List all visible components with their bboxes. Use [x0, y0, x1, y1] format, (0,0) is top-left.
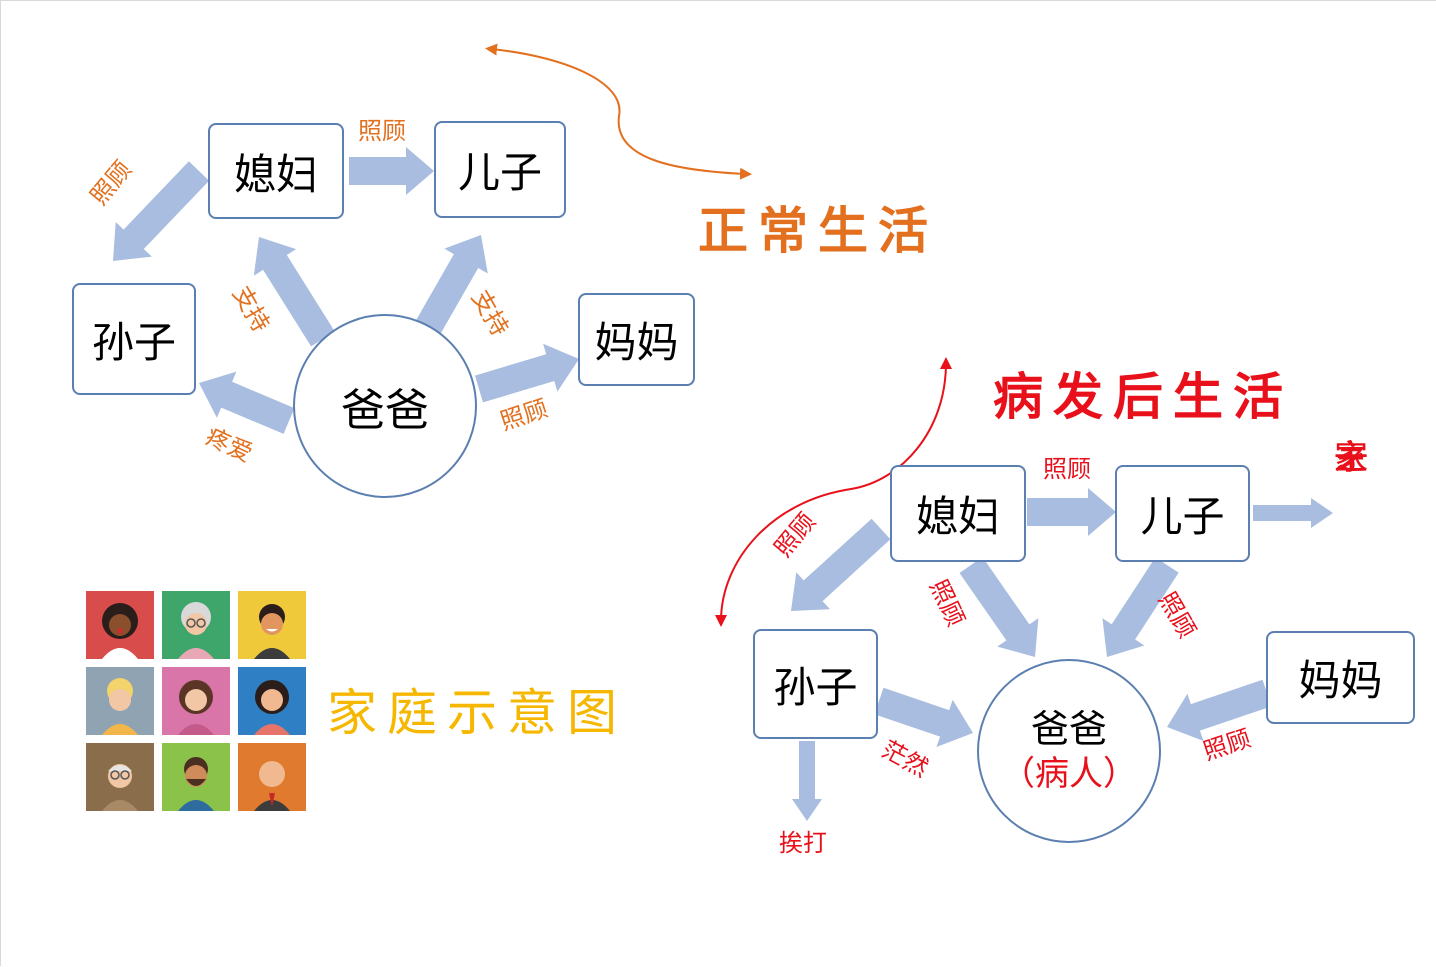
top-node-mother: 妈妈 — [578, 293, 695, 386]
arrow-bottom-son-to-role — [1253, 498, 1333, 528]
bottom-label-dil-to-son: 照顾 — [1043, 455, 1091, 483]
bottom-father-note: （病人） — [1001, 754, 1137, 794]
young-man-icon — [238, 591, 306, 659]
top-title: 正常生活 — [698, 202, 938, 260]
top-label-dil-to-son: 照顾 — [358, 117, 406, 145]
top-curve-connector — [485, 43, 752, 180]
son-role-char: 之 — [1334, 438, 1368, 478]
top-node-father: 爸爸 — [293, 314, 477, 498]
top-father-label: 爸爸 — [341, 385, 429, 436]
bottom-curve-connector — [715, 357, 952, 627]
bottom-node-grandson: 孙子 — [753, 629, 878, 739]
arrow-bottom-grandson-to-father — [874, 687, 973, 747]
arrow-bottom-grandson-down — [792, 741, 822, 821]
arrow-bottom-dil-to-son — [1027, 488, 1116, 536]
arrow-top-dil-to-grandson — [113, 161, 210, 261]
top-node-daughter-in-law: 媳妇 — [208, 123, 344, 219]
dark-hair-woman-icon — [238, 667, 306, 735]
grandmother-icon — [162, 591, 230, 659]
afro-woman-icon — [86, 591, 154, 659]
top-node-grandson: 孙子 — [72, 283, 196, 395]
pink-woman-icon — [162, 667, 230, 735]
bearded-man-icon — [162, 743, 230, 811]
bald-man-icon — [238, 743, 306, 811]
bottom-node-mother: 妈妈 — [1266, 631, 1415, 724]
arrow-top-dil-to-son — [349, 147, 434, 195]
arrow-top-father-to-grandson — [199, 371, 295, 434]
legend-title: 家庭示意图 — [327, 684, 627, 742]
arrow-bottom-dil-to-father — [959, 557, 1039, 657]
arrow-top-father-to-dil — [253, 237, 335, 347]
bottom-father-label: 爸爸 — [1030, 707, 1107, 751]
arrow-top-father-to-son — [413, 235, 488, 338]
arrow-bottom-son-to-father — [1102, 557, 1179, 657]
bottom-node-father: 爸爸 （病人） — [977, 659, 1161, 843]
blonde-man-icon — [86, 667, 154, 735]
legend-avatar-grid — [86, 591, 306, 811]
bottom-title: 病发后生活 — [993, 368, 1293, 426]
old-man-icon — [86, 743, 154, 811]
son-role-char: 一 — [1334, 438, 1368, 478]
bottom-node-son: 儿子 — [1115, 465, 1250, 562]
arrow-bottom-mother-to-father — [1167, 679, 1272, 741]
bottom-label-grandson-down: 挨打 — [779, 829, 827, 857]
son-role-char: 家 — [1334, 438, 1368, 478]
arrow-top-father-to-mother — [475, 343, 579, 403]
top-node-son: 儿子 — [434, 121, 566, 218]
bottom-node-daughter-in-law: 媳妇 — [890, 465, 1026, 562]
son-role-char: 主 — [1334, 438, 1368, 478]
